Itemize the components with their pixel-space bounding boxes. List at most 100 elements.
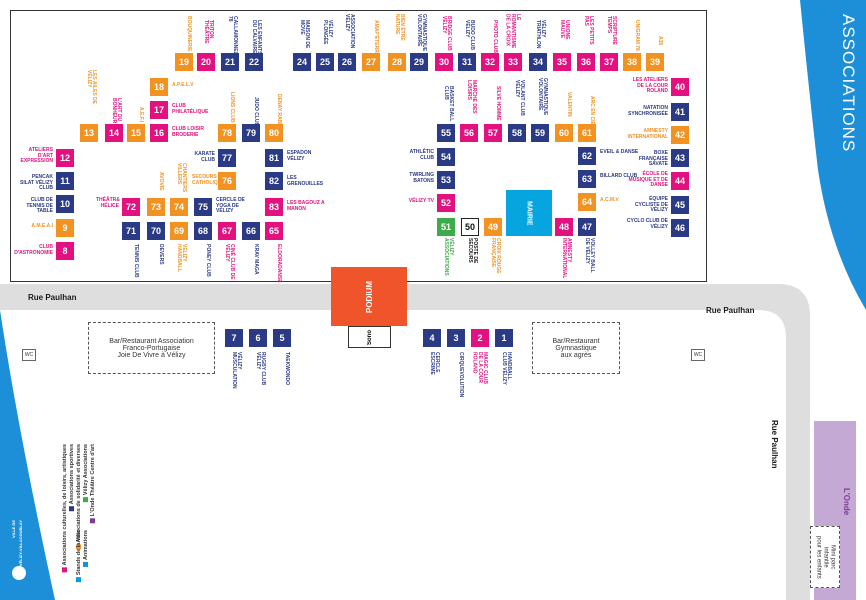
stand-70-label: DEVERS — [158, 244, 164, 265]
stand-69: 69 — [170, 222, 188, 240]
bar-right-line-2: Gymnastique — [555, 344, 597, 352]
stand-67: 67 — [218, 222, 236, 240]
stand-83: 83 — [265, 198, 283, 216]
street-north: Rue Paulhan — [28, 293, 77, 302]
legend-label-0: Associations culturelles, de loisirs, ar… — [62, 444, 68, 566]
stand-71-label: TENNIS CLUB — [133, 244, 139, 278]
stand-35: 35 — [553, 53, 571, 71]
wc-right: WC — [691, 349, 705, 361]
wc-left: WC — [22, 349, 36, 361]
stand-32: 32 — [481, 53, 499, 71]
stand-48-label: AMNESTY INTERNATIONAL — [560, 238, 572, 279]
stand-11: 11 — [56, 172, 74, 190]
legend-extra-label-0: Stands de la Ville — [76, 530, 82, 576]
stand-48: 48 — [555, 218, 573, 236]
street-south: Rue Paulhan — [770, 420, 779, 469]
stand-39: 39 — [646, 53, 664, 71]
city-logo: VILLE DE VÉLIZY-VILLACOUBLAY — [10, 520, 30, 590]
stand-80: 80 — [265, 124, 283, 142]
stand-21-label: CALLAMONNELIE 78 — [226, 16, 238, 60]
stand-58-label: VOLANT CLUB VÉLIZY — [513, 80, 525, 116]
street-east: Rue Paulhan — [706, 306, 755, 315]
stand-9: 9 — [56, 219, 74, 237]
stand-68: 68 — [194, 222, 212, 240]
stand-59: 59 — [531, 124, 549, 142]
stand-25-label: VÉLIZY PLONGÉE — [321, 20, 333, 45]
stand-29: 29 — [410, 53, 428, 71]
legend-swatch-0 — [62, 567, 68, 573]
stand-34: 34 — [529, 53, 547, 71]
stand-69-label: VÉLIZY HANDBALL — [175, 244, 187, 272]
stand-17: 17 — [150, 101, 168, 119]
stand-1: 1 — [495, 329, 513, 347]
stand-40-label: LES ATELIERS DE LA COUR ROLAND — [632, 77, 668, 94]
stand-4: 4 — [423, 329, 441, 347]
legend-item-3: Vélizy Associations — [83, 444, 89, 503]
stand-77: 77 — [218, 149, 236, 167]
stand-3-label: CIRQUEVOLUTION — [458, 352, 464, 398]
side-banner-shape — [800, 0, 866, 310]
mairie: MAIRIE — [506, 190, 552, 236]
stand-19-label: BOUQUINERIE — [186, 16, 192, 52]
stand-63-label: BILLARD CLUB — [600, 173, 638, 179]
stand-54-label: ATHLÉTIC CLUB — [409, 149, 434, 161]
podium: PODIUM — [331, 267, 407, 326]
kids-line-3: pour les enfants — [815, 535, 822, 579]
stand-49: 49 — [484, 218, 502, 236]
stand-16-label: CLUB LOISIR BRODERIE — [172, 126, 204, 138]
logo-line-1: VILLE DE — [11, 520, 16, 539]
stand-63: 63 — [578, 170, 596, 188]
stand-38: 38 — [623, 53, 641, 71]
stand-61-label: ARC EN CIEL — [589, 96, 595, 128]
stand-39-label: A35 — [657, 36, 663, 46]
stand-64: 64 — [578, 193, 596, 211]
stand-15: 15 — [127, 124, 145, 142]
stand-79-label: JUDO CLUB — [253, 97, 259, 127]
stand-18-label: A.P.E.L.V — [172, 82, 194, 88]
stand-60-label: VALENTIN — [566, 92, 572, 117]
stand-4-label: CERCLE ESCRIME — [428, 352, 440, 375]
stand-73: 73 — [147, 198, 165, 216]
legend-extra-swatch-0 — [76, 577, 82, 583]
stand-83-label: LES BAGOUZ A MANON — [287, 200, 325, 212]
legend-swatch-3 — [83, 497, 89, 503]
stand-75-label: CERCLE DE YOGA DE VÉLIZY — [216, 197, 245, 214]
stand-82-label: LES GRENOUILLES — [287, 175, 324, 187]
stand-64-label: A.C.M.V — [600, 197, 619, 203]
stand-77-label: KARATE CLUB — [194, 151, 215, 163]
stand-51-label: VÉLIZY ASSOCIATIONS — [442, 238, 454, 276]
stand-32-label: PHOTO CLUB — [492, 20, 498, 53]
stand-47: 47 — [578, 218, 596, 236]
stand-16: 16 — [150, 124, 168, 142]
stand-1-label: HANDBALL CLUB VÉLIZY — [500, 352, 512, 385]
legend-item-1: Associations sportives — [69, 444, 75, 512]
stand-20: 20 — [197, 53, 215, 71]
bar-right-line-1: Bar/Restaurant — [552, 337, 600, 345]
stand-76-label: SECOURS CATHOLIQUE — [192, 174, 225, 186]
stand-26-label: ASSOCIATION VÉLIZY — [343, 14, 355, 49]
stand-45: 45 — [671, 196, 689, 214]
stand-43-label: BOXE FRANÇAISE SAVATE — [638, 150, 668, 167]
stand-51: 51 — [437, 218, 455, 236]
stand-52: 52 — [437, 194, 455, 212]
stand-19: 19 — [175, 53, 193, 71]
corner-banner-shape — [0, 310, 55, 600]
sono-box: Sono — [348, 326, 391, 348]
section-title: ASSOCIATIONS — [839, 14, 858, 153]
stand-37: 37 — [600, 53, 618, 71]
stand-5: 5 — [273, 329, 291, 347]
kids-line-2: infantile — [822, 546, 829, 568]
stand-50: 50 — [461, 218, 479, 236]
legend-extra-item-0: Stands de la Ville — [76, 530, 82, 583]
stand-74-label: CHANTIERS VILLERS — [175, 163, 187, 193]
stand-80-label: DENAY RABIN — [276, 94, 282, 129]
stand-25: 25 — [316, 53, 334, 71]
stand-22: 22 — [245, 53, 263, 71]
stand-46-label: CYCLO CLUB DE VÉLIZY — [626, 218, 668, 230]
stand-17-label: CLUB PHILATÉLIQUE — [172, 103, 209, 115]
stand-14-label: L'ART DU BONHEUR — [110, 98, 122, 124]
stand-11-label: PENCAK SILAT VÉLIZY CLUB — [20, 174, 53, 191]
stand-38-label: UNIGRAM 78 — [634, 20, 640, 51]
stand-44: 44 — [671, 172, 689, 190]
